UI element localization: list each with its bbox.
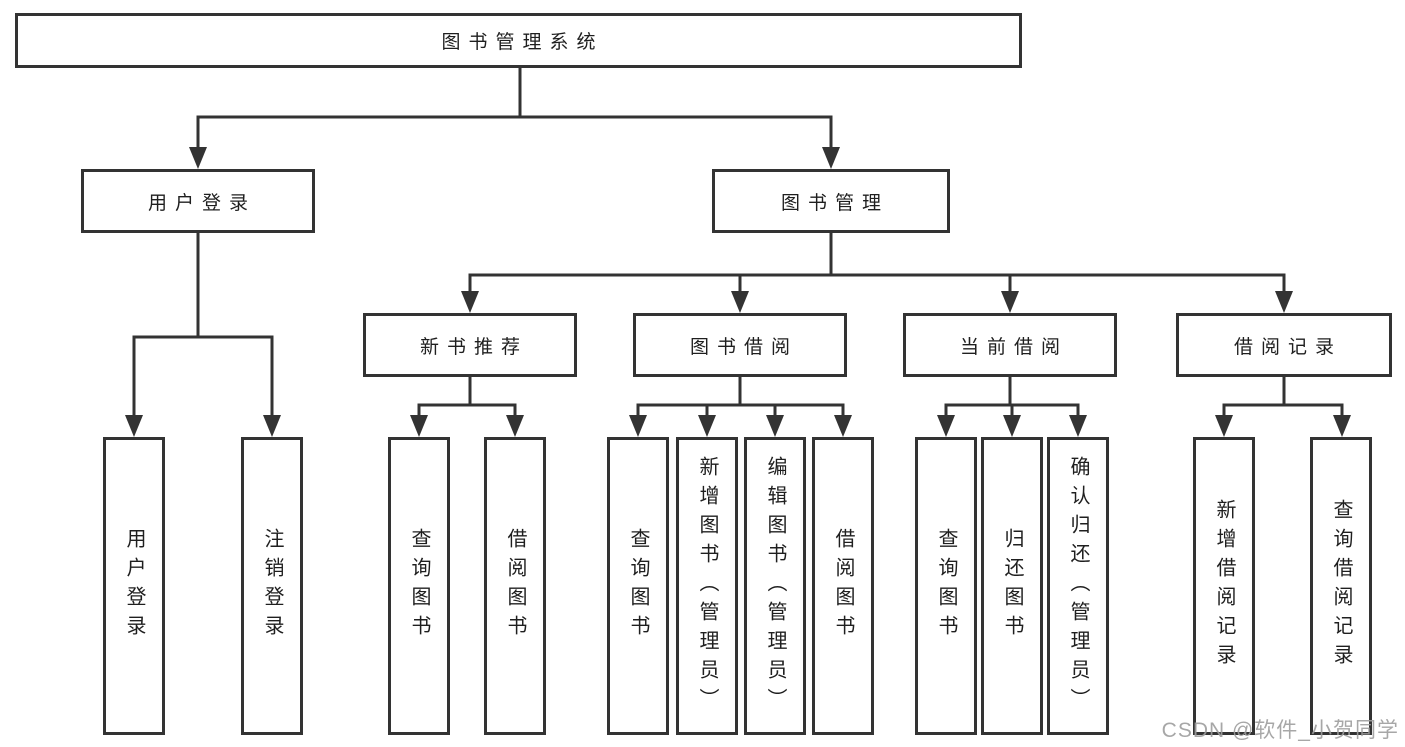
node-book-borrow: 图书借阅 (633, 313, 847, 377)
leaf-label: 编辑图书（管理员） (764, 455, 786, 717)
leaf-label: 查询图书 (627, 528, 649, 644)
node-new-book-recommend: 新书推荐 (363, 313, 577, 377)
leaf-confirm-return-admin: 确认归还（管理员） (1047, 437, 1109, 735)
leaf-label: 借阅图书 (504, 528, 526, 644)
leaf-label: 查询借阅记录 (1330, 499, 1352, 673)
node-user-login: 用户登录 (81, 169, 315, 233)
leaf-edit-books-admin: 编辑图书（管理员） (744, 437, 806, 735)
leaf-label: 用户登录 (123, 528, 145, 644)
leaf-logout: 注销登录 (241, 437, 303, 735)
leaf-query-books-current: 查询图书 (915, 437, 977, 735)
leaf-label: 查询图书 (408, 528, 430, 644)
leaf-add-books-admin: 新增图书（管理员） (676, 437, 738, 735)
leaf-label: 查询图书 (935, 528, 957, 644)
leaf-label: 确认归还（管理员） (1067, 455, 1089, 717)
leaf-user-login: 用户登录 (103, 437, 165, 735)
leaf-add-borrow-record: 新增借阅记录 (1193, 437, 1255, 735)
leaf-query-books-recommend: 查询图书 (388, 437, 450, 735)
leaf-label: 借阅图书 (832, 528, 854, 644)
leaf-label: 新增图书（管理员） (696, 455, 718, 717)
leaf-query-books-borrow: 查询图书 (607, 437, 669, 735)
leaf-label: 注销登录 (261, 528, 283, 644)
node-borrow-records: 借阅记录 (1176, 313, 1392, 377)
leaf-return-books: 归还图书 (981, 437, 1043, 735)
node-book-management: 图书管理 (712, 169, 950, 233)
leaf-query-borrow-record: 查询借阅记录 (1310, 437, 1372, 735)
leaf-borrow-books-recommend: 借阅图书 (484, 437, 546, 735)
node-system-root: 图书管理系统 (15, 13, 1022, 68)
csdn-watermark: CSDN @软件_小贺同学 (1161, 719, 1399, 742)
leaf-borrow-books: 借阅图书 (812, 437, 874, 735)
leaf-label: 归还图书 (1001, 528, 1023, 644)
leaf-label: 新增借阅记录 (1213, 499, 1235, 673)
node-current-borrow: 当前借阅 (903, 313, 1117, 377)
